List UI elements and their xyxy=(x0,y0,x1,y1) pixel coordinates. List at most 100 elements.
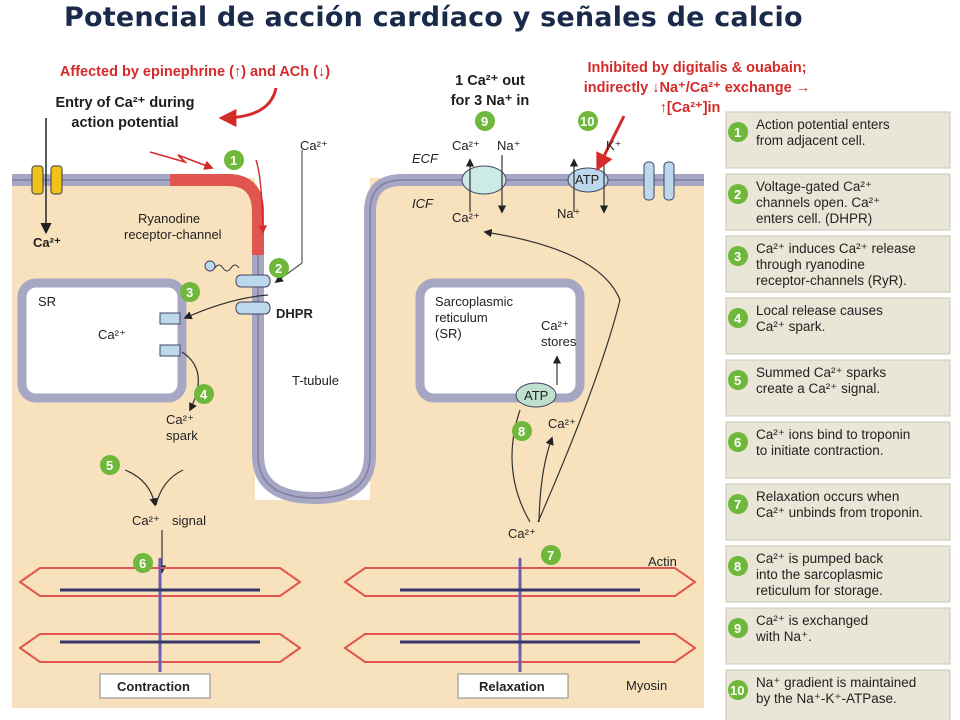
exchanger-ca-out: Ca²⁺ xyxy=(452,138,480,153)
step-text-line: Ca²⁺ is exchanged xyxy=(756,613,868,628)
step-number-badge xyxy=(728,618,748,638)
sr-left-label: SR xyxy=(38,294,56,309)
step-number: 7 xyxy=(734,497,741,512)
action-potential-segment xyxy=(170,174,264,255)
svg-text:5: 5 xyxy=(106,458,113,473)
step-text-line: with Na⁺. xyxy=(755,629,812,644)
svg-text:1: 1 xyxy=(230,153,237,168)
sr-atp-pump xyxy=(515,382,557,408)
pump-k: K⁺ xyxy=(606,138,622,153)
step-text-line: Local release causes xyxy=(756,303,883,318)
troponin-ca-label: Ca²⁺ xyxy=(508,526,536,541)
entry-line-1: Entry of Ca²⁺ during xyxy=(55,95,195,111)
step-text-line: Relaxation occurs when xyxy=(756,489,899,504)
step-text-line: reticulum for storage. xyxy=(756,583,883,598)
relaxation-label: Relaxation xyxy=(479,679,545,694)
svg-text:3: 3 xyxy=(186,285,193,300)
step-text-line: Voltage-gated Ca²⁺ xyxy=(756,179,872,194)
sr-atp-label: ATP xyxy=(524,388,548,403)
dhpr-label: DHPR xyxy=(276,306,313,321)
sarco-label-3: (SR) xyxy=(435,326,462,341)
spark-ca-label: Ca²⁺ xyxy=(166,412,194,427)
diagram-step-markers: 1 2 3 4 5 6 7 8 9 10 xyxy=(100,111,598,573)
na-k-atpase xyxy=(567,167,609,193)
exchanger-ca-in: Ca²⁺ xyxy=(452,210,480,225)
sarcomere-relaxation xyxy=(343,558,697,672)
ecf-region xyxy=(255,120,370,500)
step-text-line: Action potential enters xyxy=(756,117,890,132)
sr-left xyxy=(17,278,187,403)
ecf-label: ECF xyxy=(412,151,439,166)
pumped-ca-label: Ca²⁺ xyxy=(548,416,576,431)
calcium-channel-left xyxy=(31,165,44,195)
step-number: 5 xyxy=(734,373,741,388)
spark-label: spark xyxy=(166,428,198,443)
epinephrine-annotation: Affected by epinephrine (↑) and ACh (↓) xyxy=(59,64,331,80)
step-text-line: into the sarcoplasmic xyxy=(756,567,883,582)
contraction-box xyxy=(99,673,211,699)
step-number: 6 xyxy=(734,435,741,450)
step-text-line: to initiate contraction. xyxy=(756,443,884,458)
step-number: 1 xyxy=(734,125,741,140)
step-text-line: receptor-channels (RyR). xyxy=(756,273,907,288)
step-text-line: enters cell. (DHPR) xyxy=(756,211,872,226)
svg-text:4: 4 xyxy=(200,387,208,402)
signal-ca-label: Ca²⁺ xyxy=(132,513,160,528)
ryanodine-label-1: Ryanodine xyxy=(138,211,200,226)
step-text-line: Ca²⁺ spark. xyxy=(756,319,825,334)
ryanodine-receptor xyxy=(159,312,181,325)
step-text-line: from adjacent cell. xyxy=(756,133,866,148)
step-text-line: Na⁺ gradient is maintained xyxy=(756,675,916,690)
svg-text:7: 7 xyxy=(547,548,554,563)
signal-label: signal xyxy=(172,513,206,528)
step-number: 2 xyxy=(734,187,741,202)
relaxation-box xyxy=(457,673,569,699)
svg-text:8: 8 xyxy=(518,424,525,439)
step-number-badge xyxy=(728,122,748,142)
step-number-badge xyxy=(728,246,748,266)
icf-label: ICF xyxy=(412,196,434,211)
ryanodine-label-2: receptor-channel xyxy=(124,227,222,242)
ca-ecf-label: Ca²⁺ xyxy=(300,138,328,153)
step-number-badge xyxy=(728,556,748,576)
digitalis-line-2: indirectly ↓Na⁺/Ca²⁺ exchange → xyxy=(583,80,811,96)
step-text-line: create a Ca²⁺ signal. xyxy=(756,381,880,396)
step-text-line: through ryanodine xyxy=(756,257,865,272)
step-number-badge xyxy=(728,184,748,204)
sr-right-ca: Ca²⁺ xyxy=(541,318,569,333)
step-number: 4 xyxy=(734,311,742,326)
sarco-label-2: reticulum xyxy=(435,310,488,325)
exchanger-na-in: Na⁺ xyxy=(497,138,520,153)
step-text-line: Summed Ca²⁺ sparks xyxy=(756,365,886,380)
svg-text:2: 2 xyxy=(275,261,282,276)
step-number: 9 xyxy=(734,621,741,636)
exchange-line-1: 1 Ca²⁺ out xyxy=(455,73,525,89)
step-number: 3 xyxy=(734,249,741,264)
svg-text:9: 9 xyxy=(481,114,488,129)
step-text-line: Ca²⁺ is pumped back xyxy=(756,551,883,566)
step-number-badge xyxy=(728,370,748,390)
step-text-line: Ca²⁺ unbinds from troponin. xyxy=(756,505,923,520)
ttubule-label: T-tubule xyxy=(292,373,339,388)
svg-text:10: 10 xyxy=(580,114,594,129)
step-number: 8 xyxy=(734,559,741,574)
dhpr-channel xyxy=(235,274,271,288)
step-text-line: Ca²⁺ induces Ca²⁺ release xyxy=(756,241,916,256)
digitalis-line-1: Inhibited by digitalis & ouabain; xyxy=(587,60,807,76)
ca-left-label: Ca²⁺ xyxy=(33,235,61,250)
entry-line-2: action potential xyxy=(71,115,179,131)
myosin-label: Myosin xyxy=(626,678,667,693)
pump-na: Na⁺ xyxy=(557,206,580,221)
k-channel xyxy=(643,161,655,201)
step-number-badge xyxy=(728,308,748,328)
digitalis-line-3: ↑[Ca²⁺]in xyxy=(659,100,721,116)
stores-label: stores xyxy=(541,334,577,349)
